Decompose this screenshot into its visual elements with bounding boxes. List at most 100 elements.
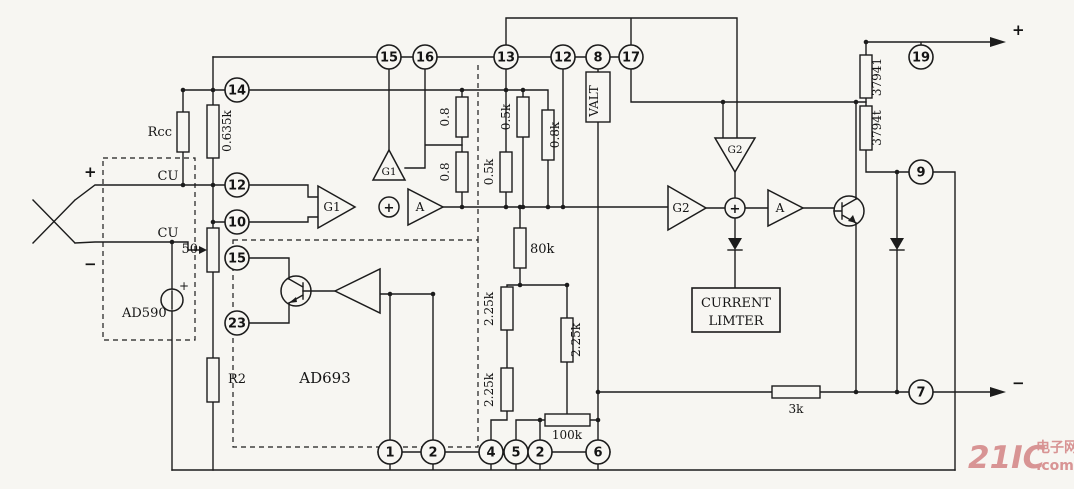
diode-limiter <box>727 238 743 251</box>
ad590-plus-label: + <box>179 279 189 293</box>
pin-17: 17 <box>618 44 644 70</box>
input-plus-label: + <box>84 163 97 181</box>
r08-a-label: 0.8 <box>438 107 452 126</box>
wires-left <box>32 56 336 471</box>
diode-output <box>889 238 905 251</box>
r0635k-label: 0.635k <box>220 109 234 151</box>
pin-23: 23 <box>224 310 250 336</box>
r100k-label: 100k <box>552 428 583 442</box>
pin-label: 5 <box>511 446 520 461</box>
amp-g2-aux <box>713 137 757 174</box>
pin-label: 17 <box>622 51 640 66</box>
a-right-label: A <box>775 201 785 215</box>
r225-c-label: 2.25k <box>482 372 496 407</box>
watermark-domain: .com <box>1036 458 1074 474</box>
resistor-08k <box>541 109 555 161</box>
r80k-label: 80k <box>530 242 555 257</box>
pin-label: 10 <box>228 216 246 231</box>
pin-label: 9 <box>916 166 925 181</box>
resistor-80k <box>513 227 527 269</box>
resistor-3k <box>771 385 821 399</box>
resistor-08-a <box>455 96 469 138</box>
cu-bottom-label: CU <box>158 226 179 241</box>
transistor-output <box>833 195 865 227</box>
a-left-label: A <box>415 200 425 214</box>
ad590-current-source <box>160 288 184 312</box>
resistor-225k-c <box>500 367 514 412</box>
amp-a-right <box>767 188 805 228</box>
pin-8: 8 <box>585 44 611 70</box>
wires-right <box>597 97 993 471</box>
g2-aux-label: G2 <box>727 144 742 156</box>
pin-2-b: 2 <box>527 439 553 465</box>
cu-top-label: CU <box>158 169 179 184</box>
current-limiter-line1: CURRENT <box>701 296 771 311</box>
buffer-triangle-left <box>333 267 381 315</box>
ad590-dashed-box <box>102 157 196 341</box>
current-limiter-line2: LIMTER <box>708 314 764 329</box>
r05k-a-label: 0.5k <box>499 103 513 130</box>
loop-minus-arrow-icon <box>990 387 1006 397</box>
pin-15-top: 15 <box>376 44 402 70</box>
summing-node-right <box>724 197 746 219</box>
pin-2-a: 2 <box>420 439 446 465</box>
r3794-b-label: 3794t <box>870 110 884 146</box>
pin-6: 6 <box>585 439 611 465</box>
pin-10: 10 <box>224 209 250 235</box>
g1-main-label: G1 <box>323 200 340 214</box>
pin-label: 16 <box>416 51 434 66</box>
pin-label: 13 <box>497 51 515 66</box>
loop-plus-label: + <box>1012 21 1025 39</box>
r225-b-label: 2.25k <box>569 322 583 357</box>
ad693-label: AD693 <box>298 369 351 387</box>
pot50-label: 50 <box>181 242 198 257</box>
rcc-label: Rcc <box>148 125 172 140</box>
pin-label: 15 <box>380 51 398 66</box>
amp-a-left <box>407 187 445 227</box>
watermark-brand: 21IC <box>968 440 1046 476</box>
watermark-site: 电子网 <box>1036 439 1074 456</box>
r08k-label: 0.8k <box>548 121 562 148</box>
resistor-08-b <box>455 151 469 193</box>
loop-plus-arrow-icon <box>990 37 1006 47</box>
r3k-label: 3k <box>789 402 805 416</box>
pin-label: 19 <box>912 51 930 66</box>
resistor-0635k <box>206 104 220 159</box>
resistor-3794-b <box>859 105 873 151</box>
sum-left-plus: + <box>384 201 395 216</box>
r2-label: R2 <box>228 372 246 387</box>
pin-13: 13 <box>493 44 519 70</box>
resistor-r2 <box>206 357 220 403</box>
resistor-rcc <box>176 111 190 153</box>
amp-g1-main <box>317 184 357 230</box>
current-limiter-box <box>691 287 781 333</box>
pin-label: 7 <box>916 386 925 401</box>
g2-main-label: G2 <box>672 201 689 215</box>
resistor-225k-b <box>560 317 574 363</box>
r05k-b-label: 0.5k <box>482 158 496 185</box>
pin-16: 16 <box>412 44 438 70</box>
resistor-05k-a <box>516 96 530 138</box>
pin-7: 7 <box>908 379 934 405</box>
vref-box <box>585 71 611 123</box>
pin-14: 14 <box>224 77 250 103</box>
pin-label: 8 <box>593 51 602 66</box>
resistor-225k-a <box>500 286 514 331</box>
pin-label: 15 <box>228 252 246 267</box>
pin-9: 9 <box>908 159 934 185</box>
pin-15-left: 15 <box>224 245 250 271</box>
loop-minus-label: − <box>1012 374 1025 392</box>
amp-g2-main <box>667 184 708 232</box>
vref-label: VALT <box>587 85 601 118</box>
pin-1: 1 <box>377 439 403 465</box>
summing-node-left <box>378 196 400 218</box>
pin-4: 4 <box>478 439 504 465</box>
g1-aux-label: G1 <box>381 166 396 178</box>
pin-5: 5 <box>503 439 529 465</box>
pin-19: 19 <box>908 44 934 70</box>
amp-g1-aux <box>371 148 407 181</box>
junction-dots <box>169 39 900 423</box>
pin-label: 6 <box>593 446 602 461</box>
pin-label: 1 <box>385 446 394 461</box>
